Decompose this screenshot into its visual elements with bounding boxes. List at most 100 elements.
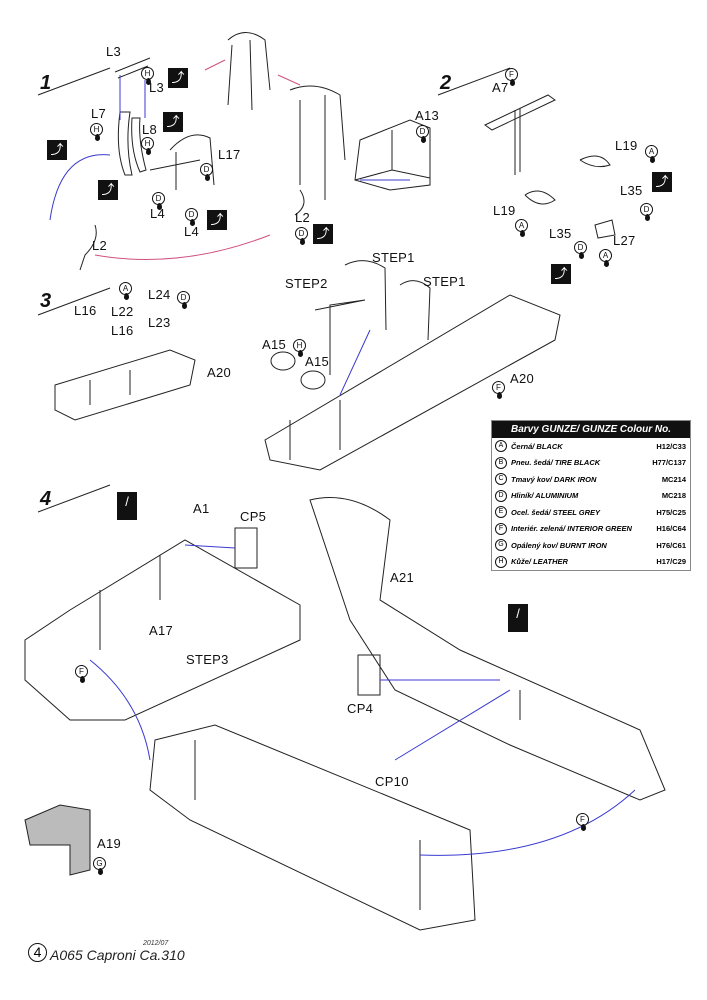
part-label: L2 (295, 210, 311, 225)
colour-row: A Černá/ BLACK H12/C33 (492, 438, 690, 455)
colour-name: Tmavý kov/ DARK IRON (511, 474, 597, 484)
colour-name: Interiér. zelená/ INTERIOR GREEN (511, 524, 632, 534)
colour-table: Barvy GUNZE/ GUNZE Colour No. A Černá/ BL… (491, 420, 691, 571)
part-label: L8 (142, 122, 158, 137)
colour-badge-h: H (141, 137, 154, 155)
part-label: L16 (74, 303, 97, 318)
part-label: A15 (262, 337, 287, 352)
part-seats-assembled (314, 260, 431, 375)
part-l17-frame (149, 134, 215, 190)
part-label: A17 (149, 623, 174, 638)
colour-badge-a: A (645, 145, 658, 163)
colour-key: G (495, 539, 507, 552)
colour-name: Černá/ BLACK (511, 441, 563, 451)
colour-key: C (495, 473, 507, 486)
colour-row: H Kůže/ LEATHER H17/C29 (492, 554, 690, 571)
part-seat-harness (289, 85, 346, 200)
part-fuselage-lower (149, 724, 476, 931)
part-label: CP4 (347, 701, 374, 716)
bend-icon: ⤴ (168, 68, 188, 88)
part-label: STEP1 (423, 274, 466, 289)
colour-key: A (495, 440, 507, 453)
colour-badge-f: F (75, 665, 88, 683)
bend-icon: ⤴ (313, 224, 333, 244)
part-a19 (24, 804, 91, 876)
colour-code: H76/C61 (656, 540, 686, 550)
part-label: L27 (613, 233, 636, 248)
part-label: L3 (149, 80, 165, 95)
colour-name: Kůže/ LEATHER (511, 557, 568, 567)
colour-key: E (495, 506, 507, 519)
colour-row: G Opálený kov/ BURNT IRON H76/C61 (492, 537, 690, 554)
bend-icon: ⤴ (98, 180, 118, 200)
part-label: L19 (615, 138, 638, 153)
part-label: L3 (106, 44, 122, 59)
colour-name: Opálený kov/ BURNT IRON (511, 540, 607, 550)
colour-name: Hliník/ ALUMINIUM (511, 491, 579, 501)
part-l19-l27 (524, 155, 616, 239)
colour-table-title: Barvy GUNZE/ GUNZE Colour No. (492, 421, 690, 438)
colour-badge-a: A (599, 249, 612, 267)
colour-code: H17/C29 (656, 557, 686, 567)
fold-marker-icon: / (117, 492, 137, 520)
colour-badge-f: F (505, 68, 518, 86)
part-label: A7 (492, 80, 509, 95)
part-a7 (484, 94, 556, 175)
colour-badge-h: H (141, 67, 154, 85)
part-label: L19 (493, 203, 516, 218)
part-label: STEP2 (285, 276, 328, 291)
bend-icon: ⤴ (652, 172, 672, 192)
colour-key: F (495, 522, 507, 535)
part-label: A20 (207, 365, 232, 380)
colour-badge-d: D (416, 125, 429, 143)
colour-badge-h: H (90, 123, 103, 141)
part-label: L24 (148, 287, 171, 302)
part-label: L17 (218, 147, 241, 162)
colour-row: C Tmavý kov/ DARK IRON MC214 (492, 471, 690, 488)
colour-badge-d: D (185, 208, 198, 226)
part-label: CP5 (240, 509, 267, 524)
colour-code: H75/C25 (656, 507, 686, 517)
part-fuselage-a21 (309, 497, 666, 801)
step-number: 2 (440, 72, 452, 94)
colour-badge-a: A (515, 219, 528, 237)
part-label: L35 (549, 226, 572, 241)
step-number: 3 (40, 290, 52, 312)
part-fuselage-left (24, 539, 301, 721)
part-label: L2 (92, 238, 108, 253)
colour-badge-d: D (640, 203, 653, 221)
colour-badge-h: H (293, 339, 306, 357)
step-number: 1 (40, 72, 52, 94)
part-label: L35 (620, 183, 643, 198)
part-cp5 (234, 527, 258, 569)
part-l2 (79, 189, 305, 271)
part-label: STEP1 (372, 250, 415, 265)
part-label: A1 (193, 501, 210, 516)
bend-icon: ⤴ (551, 264, 571, 284)
colour-badge-f: F (576, 813, 589, 831)
bend-icon: ⤴ (207, 210, 227, 230)
part-a15 (270, 351, 296, 371)
part-label: L4 (184, 224, 200, 239)
page-number: 4 (28, 943, 47, 962)
colour-key: H (495, 555, 507, 568)
colour-code: H77/C137 (652, 458, 686, 468)
part-a20-small (54, 349, 196, 421)
colour-badge-f: F (492, 381, 505, 399)
colour-code: H12/C33 (656, 441, 686, 451)
bend-icon: ⤴ (47, 140, 67, 160)
colour-key: D (495, 489, 507, 502)
colour-code: MC214 (661, 474, 686, 484)
fold-marker-icon: / (508, 604, 528, 632)
part-label: L22 (111, 304, 134, 319)
kit-title: A065 Caproni Ca.310 (50, 947, 185, 963)
colour-name: Ocel. šedá/ STEEL GREY (511, 507, 601, 517)
colour-badge-d: D (200, 163, 213, 181)
colour-badge-d: D (177, 291, 190, 309)
